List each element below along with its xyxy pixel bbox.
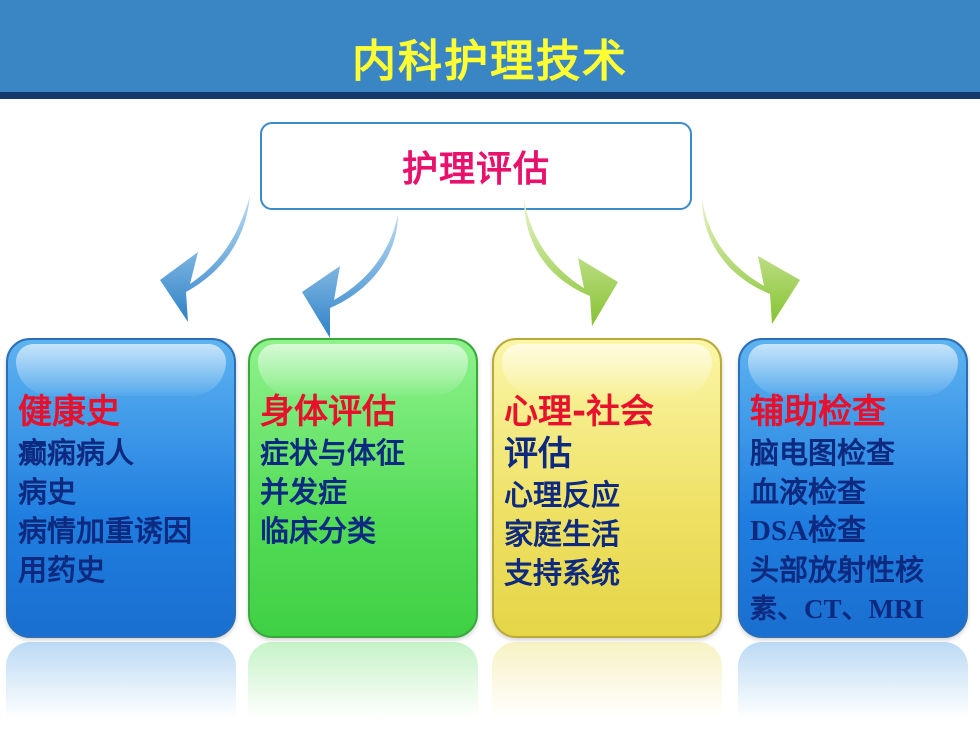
root-node: 护理评估 <box>260 122 692 210</box>
branch-item: 用药史 <box>18 553 106 587</box>
branch-title: 健康史 <box>18 392 120 432</box>
card-reflection <box>492 642 722 732</box>
root-node-label: 护理评估 <box>401 149 550 190</box>
branch-title: 身体评估 <box>260 392 396 432</box>
card-reflection <box>6 642 236 732</box>
branch-item: 头部放射性核 <box>750 553 925 587</box>
branch-item: 血液检查 <box>750 475 867 509</box>
arrow-to-auxiliary-exams <box>702 198 800 324</box>
branch-item: 支持系统 <box>504 556 621 590</box>
branch-card-physical-assessment: 身体评估 症状与体征 并发症 临床分类 <box>248 338 478 638</box>
arrow-to-psychosocial-assessment <box>524 198 618 326</box>
branch-item: 并发症 <box>260 475 348 509</box>
arrow-to-health-history <box>160 196 250 322</box>
branch-item: DSA检查 <box>750 515 867 547</box>
header-divider <box>0 92 980 99</box>
card-reflection <box>248 642 478 732</box>
branch-title: 辅助检查 <box>750 392 886 432</box>
branch-item: 癫痫病人 <box>18 436 135 470</box>
slide-title: 内科护理技术 <box>352 36 628 87</box>
branch-item: 病史 <box>18 475 77 509</box>
branch-item: 症状与体征 <box>260 436 406 470</box>
branch-card-auxiliary-exams: 辅助检查 脑电图检查 血液检查 DSA检查 头部放射性核 素、CT、MRI <box>738 338 968 638</box>
branch-title-line1: 心理-社会 <box>504 392 655 432</box>
branch-card-psychosocial-assessment: 心理-社会 评估 心理反应 家庭生活 支持系统 <box>492 338 722 638</box>
branch-item: 素、CT、MRI <box>750 594 924 624</box>
branch-item: 临床分类 <box>260 514 377 548</box>
card-reflection <box>738 642 968 732</box>
branch-item: 病情加重诱因 <box>18 514 193 548</box>
branch-item: 脑电图检查 <box>750 436 896 470</box>
header-bar <box>0 0 980 92</box>
branch-item: 心理反应 <box>504 478 621 512</box>
branch-card-health-history: 健康史 癫痫病人 病史 病情加重诱因 用药史 <box>6 338 236 638</box>
branch-item: 家庭生活 <box>504 517 621 551</box>
arrow-to-physical-assessment <box>302 214 398 338</box>
branch-title-line2: 评估 <box>504 434 572 474</box>
